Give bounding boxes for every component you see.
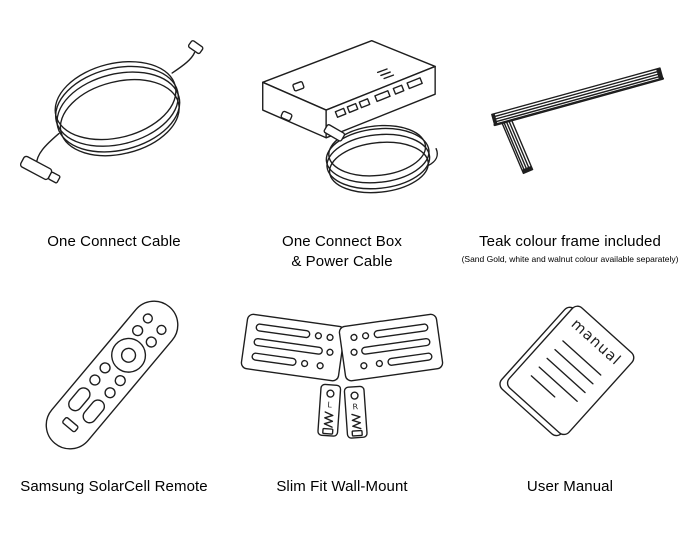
accessory-cell-one-connect-box: One Connect Box & Power Cable: [228, 0, 456, 273]
art-area: L R: [228, 273, 456, 477]
accessory-caption: Teak colour frame included: [479, 233, 661, 250]
art-area: [0, 0, 228, 232]
accessory-caption: User Manual: [526, 478, 614, 495]
accessory-caption: Samsung SolarCell Remote: [20, 478, 208, 495]
accessory-caption: One Connect Box & Power Cable: [282, 232, 402, 271]
accessory-cell-wall-mount: L R Slim Fit Wall-Mount: [228, 273, 456, 547]
art-area: [228, 0, 456, 232]
one-connect-box-icon: [262, 39, 438, 194]
art-area: [0, 273, 228, 477]
frame-bars-icon: [491, 67, 665, 175]
accessory-cell-remote: Samsung SolarCell Remote: [0, 273, 228, 547]
caption-line-1: One Connect Box: [282, 233, 402, 250]
remote-control-icon: [45, 300, 179, 450]
accessory-caption: Slim Fit Wall-Mount: [276, 478, 408, 495]
accessory-cell-one-connect-cable: One Connect Cable: [0, 0, 228, 273]
accessory-caption: One Connect Cable: [47, 233, 181, 250]
bracket-right-label: R: [352, 402, 359, 411]
art-area: manual: [456, 273, 684, 477]
manual-booklet-icon: manual: [499, 305, 635, 437]
accessory-cell-teak-frame: Teak colour frame included (Sand Gold, w…: [456, 0, 684, 273]
coiled-cable-icon: [19, 40, 203, 184]
art-area: [456, 0, 684, 232]
accessory-subcaption: (Sand Gold, white and walnut colour avai…: [461, 253, 679, 264]
caption-line-2: & Power Cable: [291, 252, 393, 270]
wall-mount-brackets-icon: L R: [240, 313, 444, 439]
bracket-left-label: L: [327, 400, 333, 409]
accessory-cell-user-manual: manual User Manual: [456, 273, 684, 547]
